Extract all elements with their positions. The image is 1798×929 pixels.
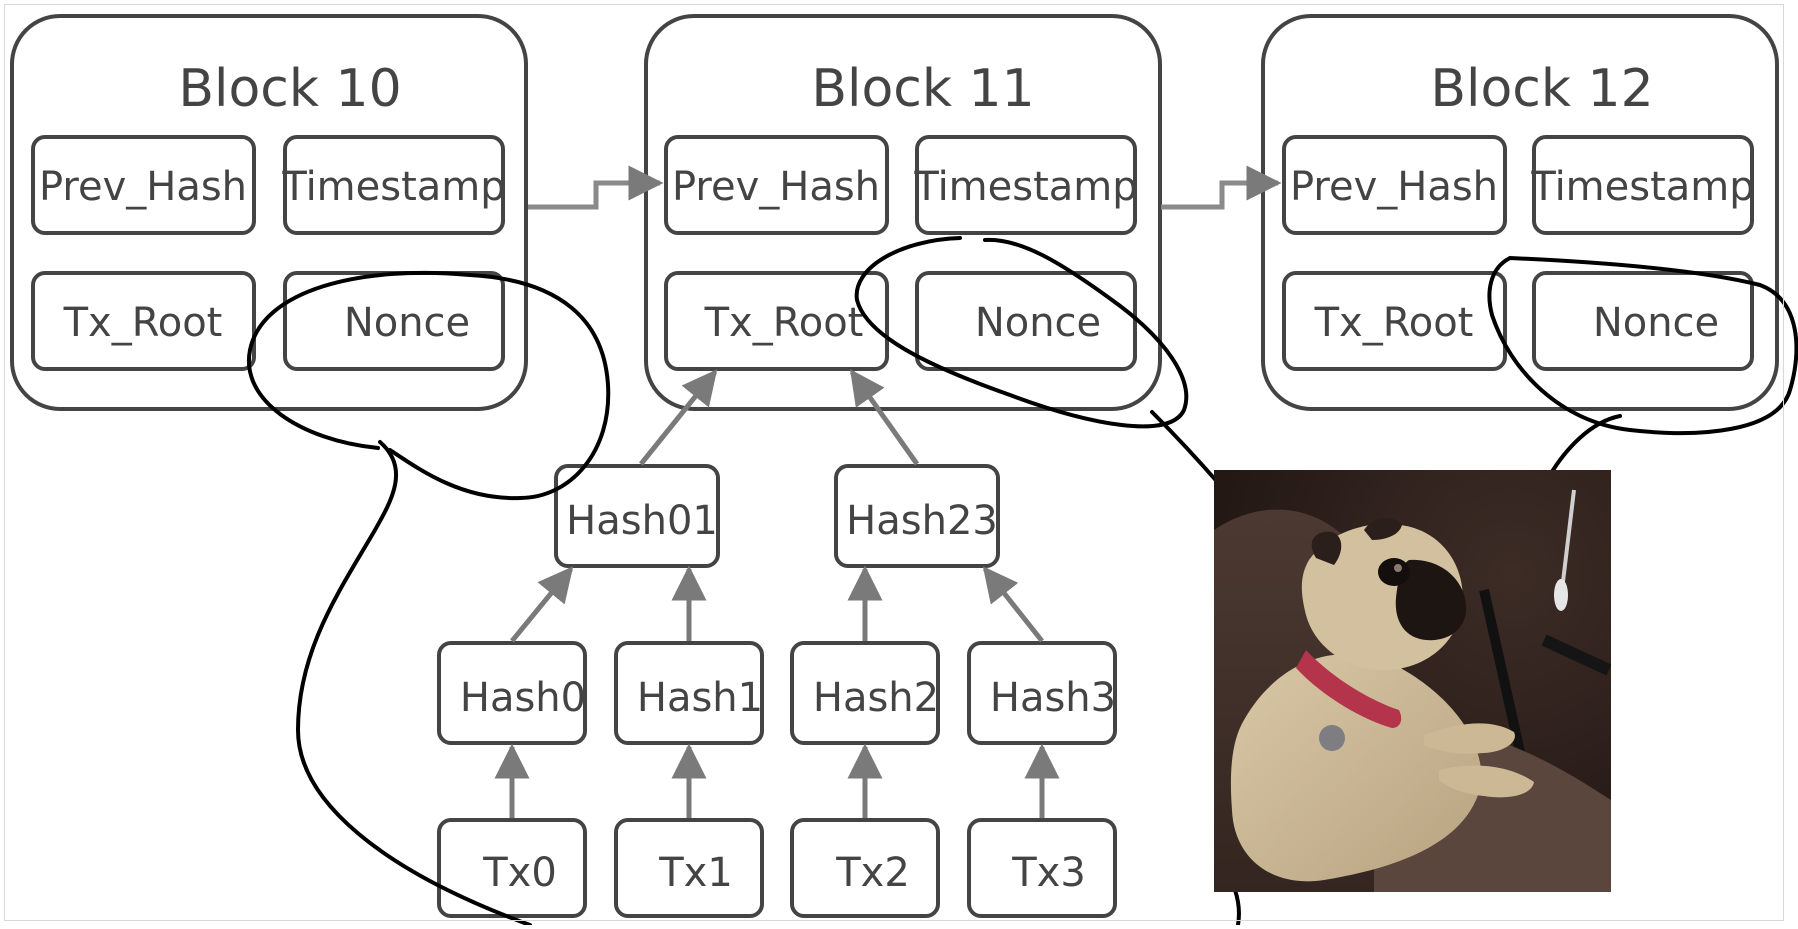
scribble-line-right	[1548, 414, 1622, 477]
block-title: Block 12	[1430, 59, 1653, 119]
tree-arrow	[982, 566, 1044, 643]
merkle-node-hash0: Hash0	[437, 641, 587, 745]
svg-text:Tx2: Tx2	[835, 850, 910, 896]
field-prev-hash: Prev_Hash	[1282, 135, 1507, 235]
field-tx-root: Tx_Root	[1282, 271, 1507, 371]
svg-text:Timestamp: Timestamp	[913, 164, 1137, 210]
merkle-leaf-tx0: Tx0	[437, 818, 587, 918]
scribble-annotations	[246, 236, 1798, 927]
merkle-leaf-tx2: Tx2	[790, 818, 940, 918]
svg-text:Tx_Root: Tx_Root	[63, 300, 223, 346]
svg-text:Hash23: Hash23	[846, 498, 998, 544]
svg-text:Nonce: Nonce	[975, 300, 1101, 346]
block-11: Block 11 Prev_Hash Timestamp Tx_Root Non…	[644, 14, 1162, 411]
tree-arrow	[849, 369, 920, 466]
merkle-node-hash3: Hash3	[967, 641, 1117, 745]
merkle-node-hash2: Hash2	[790, 641, 940, 745]
scribble-line-left	[296, 440, 532, 927]
scribble-loop-middle	[854, 236, 1189, 429]
svg-text:Hash1: Hash1	[637, 675, 763, 721]
field-timestamp: Timestamp	[1530, 135, 1755, 235]
pug-photo	[1214, 470, 1611, 892]
svg-text:Hash2: Hash2	[813, 675, 939, 721]
block-title: Block 11	[811, 59, 1034, 119]
svg-text:Tx1: Tx1	[658, 850, 733, 896]
block-12: Block 12 Prev_Hash Timestamp Tx_Root Non…	[1261, 14, 1779, 411]
chain-arrow	[528, 165, 664, 210]
svg-text:Nonce: Nonce	[344, 300, 470, 346]
chain-arrows	[528, 165, 1282, 210]
field-prev-hash: Prev_Hash	[31, 135, 256, 235]
merkle-node-hash01: Hash01	[554, 464, 720, 568]
merkle-leaf-tx1: Tx1	[614, 818, 764, 918]
svg-text:Nonce: Nonce	[1593, 300, 1719, 346]
scribble-loop-left	[246, 270, 611, 501]
block-10: Block 10 Prev_Hash Timestamp Tx_Root Non…	[10, 14, 528, 411]
svg-text:Tx0: Tx0	[482, 850, 557, 896]
merkle-leaf-tx3: Tx3	[967, 818, 1117, 918]
svg-text:Timestamp: Timestamp	[1530, 164, 1754, 210]
scribble-line-middle	[1150, 410, 1222, 487]
svg-text:Tx3: Tx3	[1011, 850, 1086, 896]
tree-arrow	[510, 566, 574, 643]
scribble-line-bottom	[1233, 888, 1241, 927]
svg-text:Prev_Hash: Prev_Hash	[39, 164, 247, 210]
field-timestamp: Timestamp	[913, 135, 1138, 235]
field-nonce: Nonce	[1532, 271, 1754, 371]
merkle-node-hash23: Hash23	[834, 464, 1000, 568]
field-prev-hash: Prev_Hash	[664, 135, 889, 235]
svg-text:Hash01: Hash01	[566, 498, 718, 544]
merkle-tree: Hash01 Hash23 Hash0 Hash1 Hash2 Hash3	[437, 369, 1117, 918]
field-nonce: Nonce	[915, 271, 1137, 371]
svg-text:Tx_Root: Tx_Root	[704, 300, 864, 346]
svg-text:Hash0: Hash0	[460, 675, 586, 721]
chain-arrow	[1161, 165, 1282, 210]
scribble-loop-right	[1487, 256, 1798, 435]
svg-text:Prev_Hash: Prev_Hash	[1290, 164, 1498, 210]
svg-text:Prev_Hash: Prev_Hash	[672, 164, 880, 210]
field-tx-root: Tx_Root	[664, 271, 889, 371]
field-timestamp: Timestamp	[281, 135, 506, 235]
svg-text:Tx_Root: Tx_Root	[1314, 300, 1474, 346]
image-frame	[4, 4, 1784, 921]
field-tx-root: Tx_Root	[31, 271, 256, 371]
block-title: Block 10	[178, 59, 401, 119]
merkle-node-hash1: Hash1	[614, 641, 764, 745]
svg-text:Timestamp: Timestamp	[281, 164, 505, 210]
svg-text:Hash3: Hash3	[990, 675, 1116, 721]
tree-arrow	[639, 369, 718, 466]
